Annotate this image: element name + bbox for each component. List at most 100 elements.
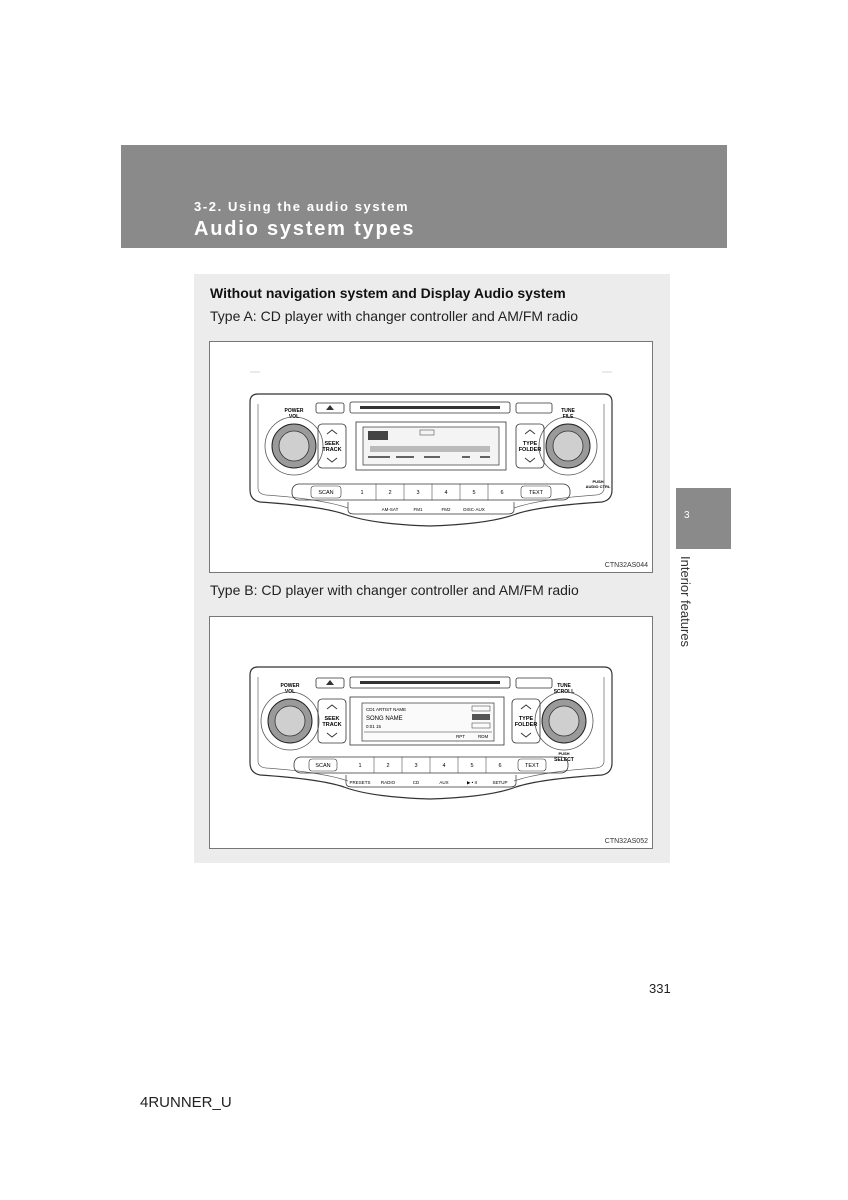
page-number: 331	[649, 981, 671, 996]
preset-2-button[interactable]: 2	[388, 490, 391, 496]
setup-button[interactable]: SETUP	[492, 780, 507, 785]
lcd-text-segments	[370, 446, 490, 452]
svg-text:FOLDER: FOLDER	[519, 447, 542, 453]
type-a-figure: POWER VOL TUNE FILE SEEK TRACK TYPE FOLD…	[209, 341, 653, 573]
power-knob-bezel	[264, 416, 324, 476]
type-folder-rocker[interactable]	[515, 423, 545, 469]
chapter-header: 3-2. Using the audio system Audio system…	[121, 145, 727, 248]
type-down-icon	[524, 457, 536, 463]
type-up-icon	[520, 704, 532, 710]
preset-1-button[interactable]: 1	[358, 763, 361, 769]
faceplate-outline	[249, 666, 613, 800]
faceplate-inner-right	[513, 404, 605, 509]
disc-slot	[360, 406, 500, 409]
chapter-tab-label: Interior features	[678, 556, 693, 648]
svg-text:TYPE: TYPE	[519, 716, 534, 722]
svg-text:TRACK: TRACK	[322, 447, 341, 453]
page-title: Audio system types	[194, 218, 416, 240]
scan-button[interactable]	[308, 758, 338, 772]
svg-text:AUDIO CTRL: AUDIO CTRL	[586, 484, 611, 489]
svg-text:TRACK: TRACK	[322, 722, 341, 728]
preset-5-button[interactable]: 5	[470, 763, 473, 769]
figure-code: CTN32AS044	[604, 562, 648, 569]
seek-track-rocker[interactable]	[317, 423, 347, 469]
seek-up-icon	[326, 429, 338, 435]
type-b-caption: Type B: CD player with changer controlle…	[210, 582, 579, 598]
text-button[interactable]	[520, 485, 552, 499]
preset-6-button[interactable]: 6	[500, 490, 503, 496]
type-down-icon	[520, 732, 532, 738]
eject-button[interactable]	[315, 402, 345, 414]
section-label: 3-2. Using the audio system	[194, 199, 410, 214]
preset-1-button[interactable]: 1	[360, 490, 363, 496]
display-bezel	[355, 421, 507, 471]
aux-button[interactable]: AUX	[439, 780, 448, 785]
type-b-radio-illustration: POWER VOL TUNE SCROLL SEEK TRACK TYPE FO…	[249, 666, 613, 800]
fm1-button[interactable]: FM1	[414, 507, 423, 512]
disc-slot	[360, 681, 500, 684]
button-bar	[291, 483, 571, 501]
display-artist: CD1 ARTIST NAME	[366, 707, 406, 712]
content-panel: Without navigation system and Display Au…	[194, 274, 670, 863]
text-button[interactable]	[517, 758, 547, 772]
disc-slot-bezel	[349, 676, 511, 689]
tune-knob-bezel	[538, 416, 598, 476]
figure-code: CTN32AS052	[604, 838, 648, 845]
svg-text:SCAN: SCAN	[315, 763, 330, 769]
cd-button[interactable]: CD	[413, 780, 420, 785]
sub-button-strip	[347, 502, 515, 515]
faceplate-outline	[249, 393, 613, 527]
scan-button[interactable]	[310, 485, 342, 499]
svg-text:SEEK: SEEK	[325, 441, 340, 447]
eject-icon	[326, 405, 334, 410]
svg-text:PUSH: PUSH	[592, 479, 603, 484]
eject-icon	[326, 680, 334, 685]
lcd-channel-segments	[368, 431, 388, 440]
svg-text:TYPE: TYPE	[523, 441, 538, 447]
faceplate-inner-left	[257, 404, 349, 509]
display-song: SONG NAME	[366, 716, 403, 722]
seek-down-icon	[326, 457, 338, 463]
preset-3-button[interactable]: 3	[416, 490, 419, 496]
seek-up-icon	[326, 704, 338, 710]
svg-text:PUSH: PUSH	[558, 751, 569, 756]
seek-track-rocker[interactable]	[317, 698, 347, 744]
preset-5-button[interactable]: 5	[472, 490, 475, 496]
model-code: 4RUNNER_U	[140, 1094, 232, 1111]
fm2-button[interactable]: FM2	[442, 507, 451, 512]
content-heading: Without navigation system and Display Au…	[210, 285, 566, 301]
play-pause-button[interactable]: ▶ • II	[467, 780, 477, 785]
svg-text:TUNE: TUNE	[557, 683, 571, 689]
sub-button-strip	[345, 775, 517, 788]
svg-text:POWER: POWER	[281, 683, 300, 689]
type-up-icon	[524, 429, 536, 435]
disc-slot-bezel	[349, 401, 511, 414]
disc-aux-button[interactable]: DISC·AUX	[463, 507, 485, 512]
radio-button[interactable]: RADIO	[381, 780, 396, 785]
button-bar	[293, 756, 569, 774]
preset-4-button[interactable]: 4	[444, 490, 447, 496]
am-sat-button[interactable]: AM-SAT	[382, 507, 399, 512]
preset-3-button[interactable]: 3	[414, 763, 417, 769]
eject-button[interactable]	[315, 677, 345, 689]
power-label: POWER	[285, 408, 304, 414]
display-rdm: RDM	[478, 734, 488, 739]
svg-text:SELECT: SELECT	[554, 757, 574, 763]
tune-label: TUNE	[561, 408, 575, 414]
svg-text:SEEK: SEEK	[325, 716, 340, 722]
chapter-tab-number: 3	[684, 510, 690, 521]
svg-text:FOLDER: FOLDER	[515, 722, 538, 728]
preset-4-button[interactable]: 4	[442, 763, 445, 769]
chapter-tab[interactable]: 3	[676, 488, 731, 549]
type-b-figure: POWER VOL TUNE SCROLL SEEK TRACK TYPE FO…	[209, 616, 653, 849]
type-folder-rocker[interactable]	[511, 698, 541, 744]
type-a-caption: Type A: CD player with changer controlle…	[210, 308, 579, 324]
svg-text:TEXT: TEXT	[525, 763, 540, 769]
type-a-radio-illustration: POWER VOL TUNE FILE SEEK TRACK TYPE FOLD…	[249, 371, 613, 527]
preset-6-button[interactable]: 6	[498, 763, 501, 769]
display-bezel	[349, 696, 505, 746]
display-time: 0:01 15	[366, 724, 382, 729]
presets-button[interactable]: PRESETS	[349, 780, 370, 785]
display-rpt: RPT	[456, 734, 465, 739]
preset-2-button[interactable]: 2	[386, 763, 389, 769]
